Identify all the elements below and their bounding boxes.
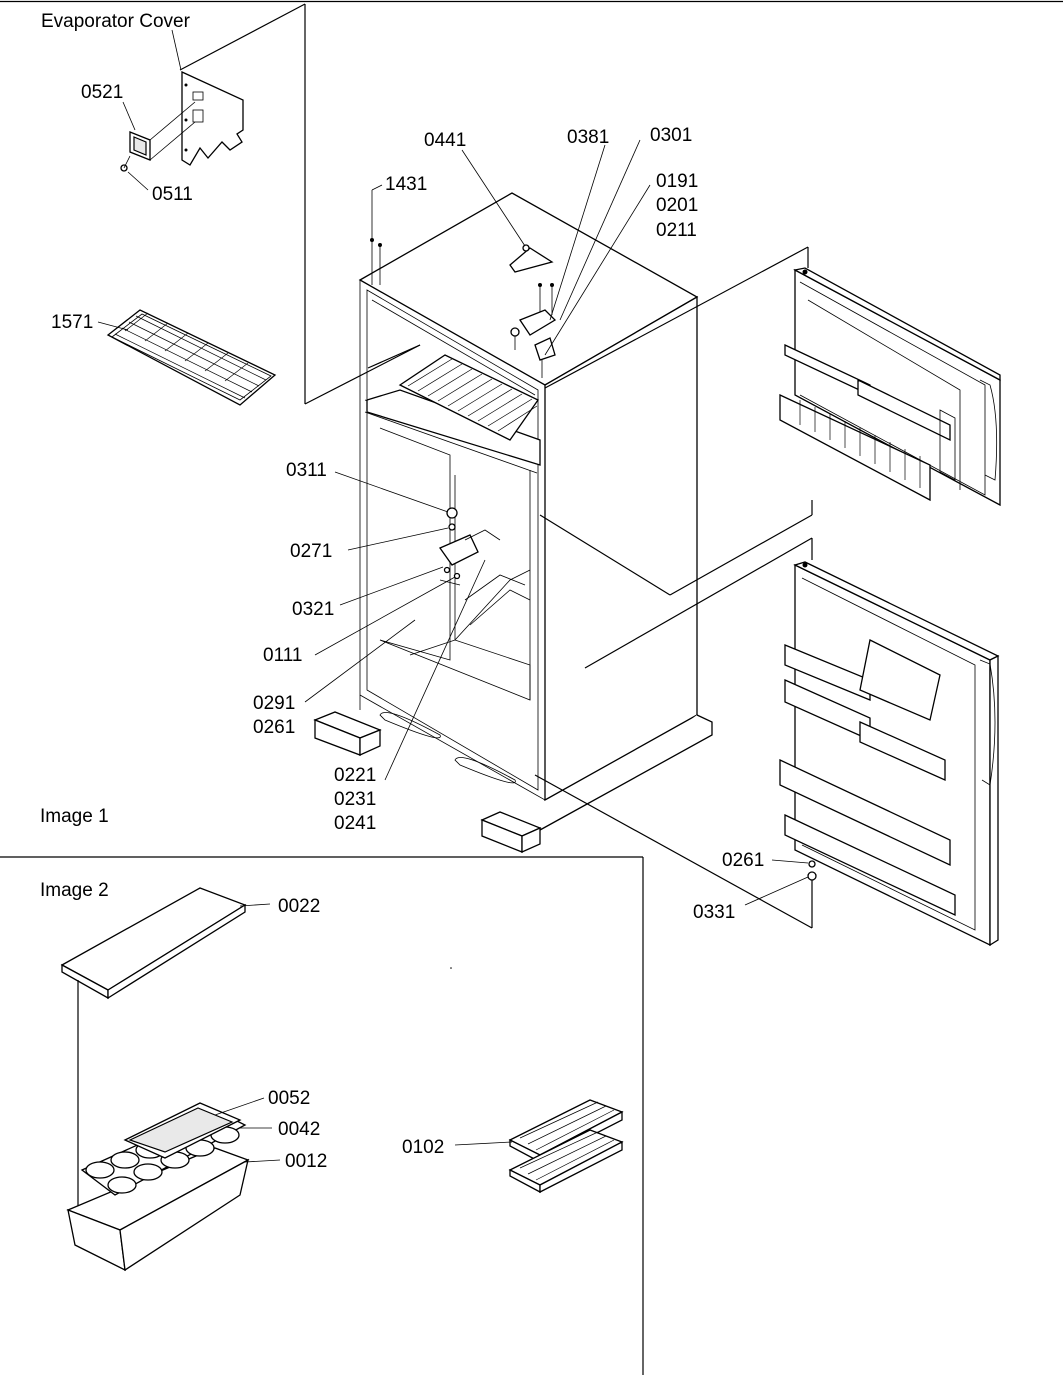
- label-0211: 0211: [656, 220, 697, 241]
- label-0321: 0321: [292, 599, 334, 620]
- refrigerator-cabinet: [313, 192, 713, 854]
- part-0052-tray-lid: [123, 1102, 242, 1159]
- label-0261-cabinet: 0261: [253, 717, 295, 738]
- evaporator-cover-panel: [181, 70, 244, 166]
- image1-label: Image 1: [40, 806, 109, 827]
- label-0231: 0231: [334, 789, 376, 810]
- fresh-food-door: [779, 561, 1000, 947]
- label-0191: 0191: [656, 171, 698, 192]
- label-0521: 0521: [81, 82, 123, 103]
- label-0241: 0241: [334, 813, 376, 834]
- part-0102-ice-trays: [508, 1099, 624, 1194]
- image2-label: Image 2: [40, 880, 109, 901]
- label-0221: 0221: [334, 765, 376, 786]
- label-0102: 0102: [402, 1137, 444, 1158]
- freezer-door: [779, 267, 1001, 507]
- part-0441-hinge-cover: [509, 244, 554, 273]
- labels: Evaporator Cover Image 1 Image 2 0521 05…: [40, 11, 764, 1172]
- label-0441: 0441: [424, 130, 466, 151]
- part-1571-wire-shelf: [106, 309, 277, 406]
- label-1431: 1431: [385, 174, 427, 195]
- label-0042: 0042: [278, 1119, 320, 1140]
- label-0261-door: 0261: [722, 850, 764, 871]
- label-0111: 0111: [263, 645, 302, 666]
- label-0311: 0311: [286, 460, 327, 481]
- label-0291: 0291: [253, 693, 295, 714]
- leader-lines: [97, 29, 809, 1163]
- label-0052: 0052: [268, 1088, 310, 1109]
- assembly-guide-lines: [367, 246, 817, 929]
- evaporator-cover-title: Evaporator Cover: [41, 11, 191, 32]
- stray-dot: [450, 967, 452, 969]
- label-0201: 0201: [656, 195, 698, 216]
- part-0511-screw: [120, 155, 131, 172]
- label-0012: 0012: [285, 1151, 327, 1172]
- label-0271: 0271: [290, 541, 332, 562]
- label-0022: 0022: [278, 896, 320, 917]
- label-0381: 0381: [567, 127, 609, 148]
- label-0301: 0301: [650, 125, 692, 146]
- image2-box: [0, 856, 644, 1375]
- top-hinge-assembly: [510, 283, 557, 378]
- evaporator-cover-enclosure: [179, 3, 421, 405]
- center-hinge-assembly: [439, 507, 501, 586]
- part-0022-shelf-cover: [60, 887, 247, 1210]
- label-0511: 0511: [152, 184, 193, 205]
- label-0331: 0331: [693, 902, 735, 923]
- label-1571: 1571: [51, 312, 93, 333]
- part-0521-bracket: [129, 101, 196, 161]
- part-0012-bin: [66, 1147, 250, 1272]
